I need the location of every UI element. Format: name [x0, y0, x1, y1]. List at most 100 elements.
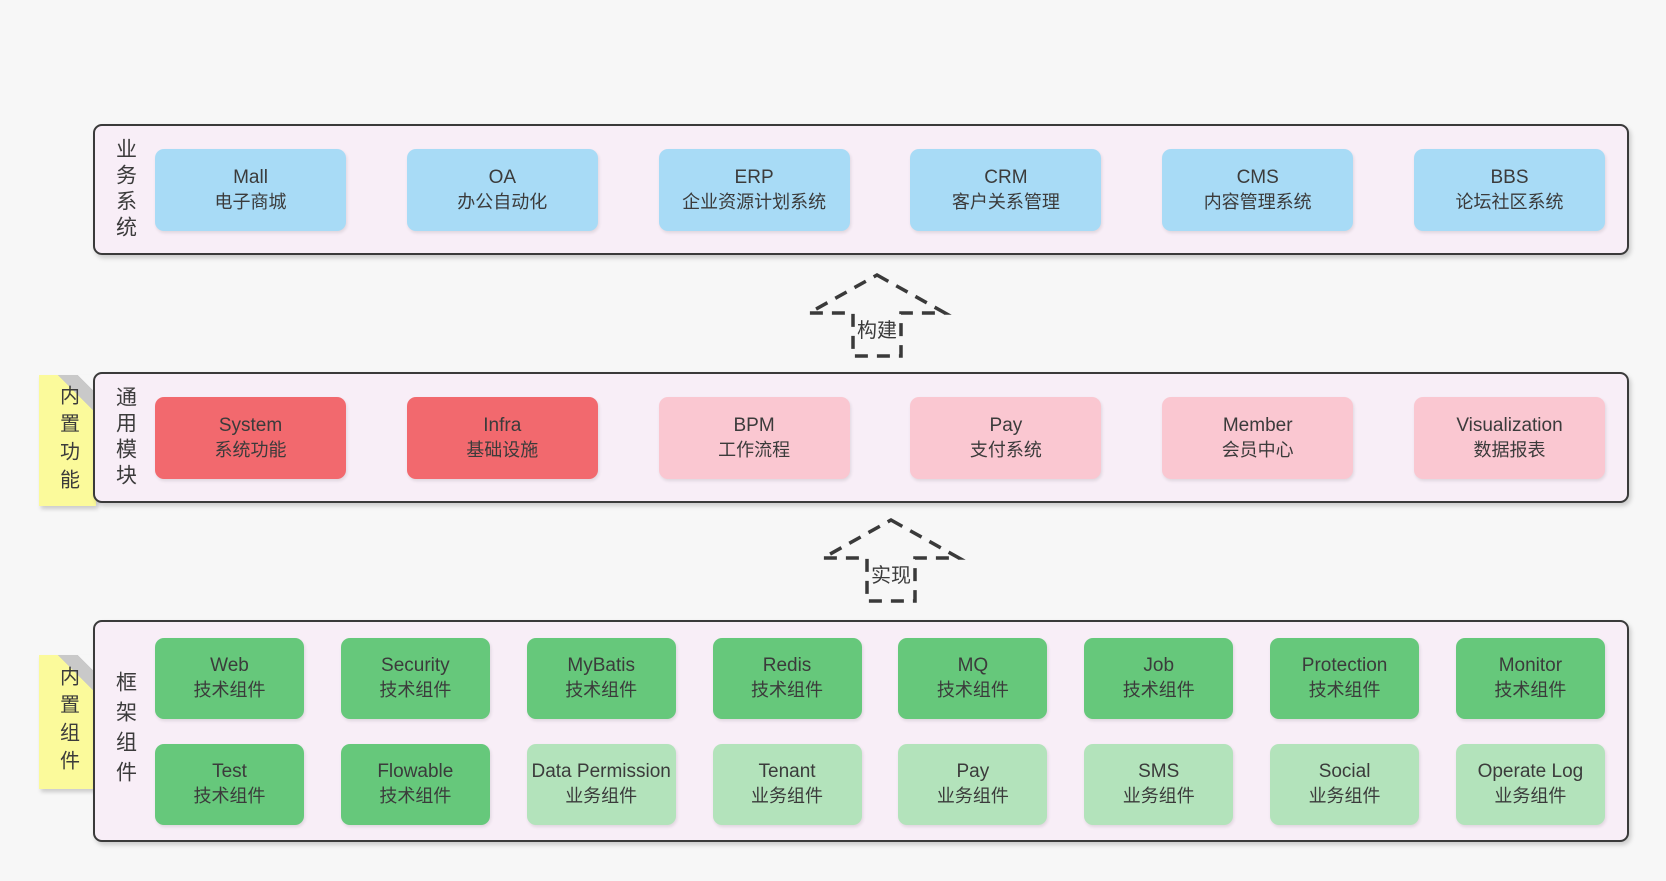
arrow-label: 实现: [871, 565, 911, 587]
box-en: Data Permission: [531, 761, 671, 782]
box-en: Pay: [956, 761, 990, 782]
box-cms: CMS 内容管理系统: [1162, 148, 1354, 231]
box-zh: 客户关系管理: [951, 191, 1060, 212]
sticky-note-label: 内置组件: [56, 666, 79, 778]
box-monitor: Monitor 技术组件: [1455, 637, 1605, 719]
box-redis: Redis 技术组件: [712, 637, 862, 719]
box-crm: CRM 客户关系管理: [910, 148, 1102, 231]
arrow-up-dashed-icon: [802, 272, 952, 358]
layer-content: Mall 电子商城 OA 办公自动化 ERP 企业资源计划系统 CRM 客户关系…: [155, 126, 1627, 253]
box-flowable: Flowable 技术组件: [340, 743, 490, 825]
box-zh: 办公自动化: [457, 191, 548, 212]
box-en: BPM: [733, 414, 775, 436]
box-en: OA: [488, 166, 517, 188]
box-erp: ERP 企业资源计划系统: [658, 148, 850, 231]
layer-side-label: 框架组件: [95, 622, 155, 840]
box-zh: 技术组件: [193, 786, 266, 806]
box-zh: 技术组件: [936, 680, 1009, 700]
box-zh: 技术组件: [565, 680, 638, 700]
box-zh: 技术组件: [193, 680, 266, 700]
box-zh: 技术组件: [379, 680, 452, 700]
box-en: BBS: [1490, 166, 1529, 188]
box-en: Monitor: [1498, 655, 1563, 676]
box-zh: 业务组件: [1308, 786, 1381, 806]
box-en: CMS: [1236, 166, 1279, 188]
box-system: System 系统功能: [155, 396, 346, 479]
layer-content: System 系统功能 Infra 基础设施 BPM 工作流程 Pay 支付系统…: [155, 374, 1627, 501]
box-zh: 支付系统: [969, 439, 1042, 460]
box-en: MQ: [957, 655, 989, 676]
box-bbs: BBS 论坛社区系统: [1413, 148, 1605, 231]
box-en: Mall: [233, 166, 268, 188]
box-zh: 业务组件: [565, 786, 638, 806]
layer-business-systems: 业务系统 Mall 电子商城 OA 办公自动化 ERP 企业资源计划系统 CRM…: [93, 124, 1629, 255]
arrow-label: 构建: [857, 320, 897, 342]
layer-side-label: 通用模块: [95, 374, 155, 501]
layer-side-label-text: 业务系统: [113, 137, 137, 242]
box-pay-module: Pay 支付系统: [910, 396, 1102, 479]
box-zh: 业务组件: [1494, 786, 1567, 806]
box-en: Test: [212, 761, 247, 782]
layer-side-label-text: 框架组件: [113, 671, 137, 791]
box-member: Member 会员中心: [1162, 396, 1354, 479]
box-en: Visualization: [1456, 414, 1563, 436]
box-zh: 业务组件: [751, 786, 824, 806]
box-mall: Mall 电子商城: [155, 148, 346, 231]
box-zh: 电子商城: [214, 191, 287, 212]
box-en: Member: [1222, 414, 1293, 436]
layer-common-modules: 通用模块 System 系统功能 Infra 基础设施 BPM 工作流程 Pay…: [93, 372, 1629, 503]
box-social: Social 业务组件: [1270, 743, 1420, 825]
box-bpm: BPM 工作流程: [658, 396, 850, 479]
box-en: Redis: [762, 655, 812, 676]
arrow-build: 构建: [802, 272, 952, 358]
box-data-permission: Data Permission 业务组件: [526, 743, 676, 825]
box-security: Security 技术组件: [340, 637, 490, 719]
arrow-implement: 实现: [816, 517, 966, 603]
box-en: ERP: [734, 166, 774, 188]
box-zh: 技术组件: [1494, 680, 1567, 700]
box-oa: OA 办公自动化: [406, 148, 598, 231]
box-zh: 业务组件: [936, 786, 1009, 806]
box-en: Job: [1143, 655, 1175, 676]
box-zh: 技术组件: [1122, 680, 1195, 700]
box-sms: SMS 业务组件: [1084, 743, 1234, 825]
box-pay-component: Pay 业务组件: [898, 743, 1048, 825]
box-en: Social: [1318, 761, 1371, 782]
box-protection: Protection 技术组件: [1270, 637, 1420, 719]
box-job: Job 技术组件: [1084, 637, 1234, 719]
sticky-note-built-in-features: 内置功能: [39, 375, 96, 506]
box-en: Tenant: [758, 761, 816, 782]
box-zh: 技术组件: [751, 680, 824, 700]
box-mq: MQ 技术组件: [898, 637, 1048, 719]
box-zh: 技术组件: [379, 786, 452, 806]
box-en: Operate Log: [1477, 761, 1584, 782]
box-en: Protection: [1301, 655, 1388, 676]
box-zh: 系统功能: [214, 439, 287, 460]
box-en: Flowable: [377, 761, 454, 782]
box-zh: 基础设施: [466, 439, 539, 460]
box-test: Test 技术组件: [155, 743, 304, 825]
box-mybatis: MyBatis 技术组件: [526, 637, 676, 719]
box-en: Security: [381, 655, 450, 676]
box-zh: 论坛社区系统: [1455, 191, 1564, 212]
box-en: CRM: [984, 166, 1028, 188]
box-operate-log: Operate Log 业务组件: [1455, 743, 1605, 825]
layer-side-label: 业务系统: [95, 126, 155, 253]
box-visualization: Visualization 数据报表: [1413, 396, 1605, 479]
box-en: SMS: [1138, 761, 1180, 782]
box-zh: 内容管理系统: [1203, 191, 1312, 212]
box-web: Web 技术组件: [155, 637, 304, 719]
box-zh: 会员中心: [1221, 439, 1294, 460]
box-en: MyBatis: [567, 655, 635, 676]
box-infra: Infra 基础设施: [406, 396, 598, 479]
box-zh: 数据报表: [1473, 439, 1546, 460]
layer-side-label-text: 通用模块: [113, 385, 137, 490]
sticky-note-built-in-components: 内置组件: [39, 655, 96, 789]
box-en: Infra: [483, 414, 522, 436]
layer-content: Web 技术组件 Security 技术组件 MyBatis 技术组件 Redi…: [155, 622, 1627, 840]
box-tenant: Tenant 业务组件: [712, 743, 862, 825]
box-en: Web: [210, 655, 249, 676]
layer-framework-components: 框架组件 Web 技术组件 Security 技术组件 MyBatis 技术组件…: [93, 620, 1629, 842]
sticky-note-label: 内置功能: [56, 384, 79, 497]
box-en: System: [218, 414, 283, 436]
